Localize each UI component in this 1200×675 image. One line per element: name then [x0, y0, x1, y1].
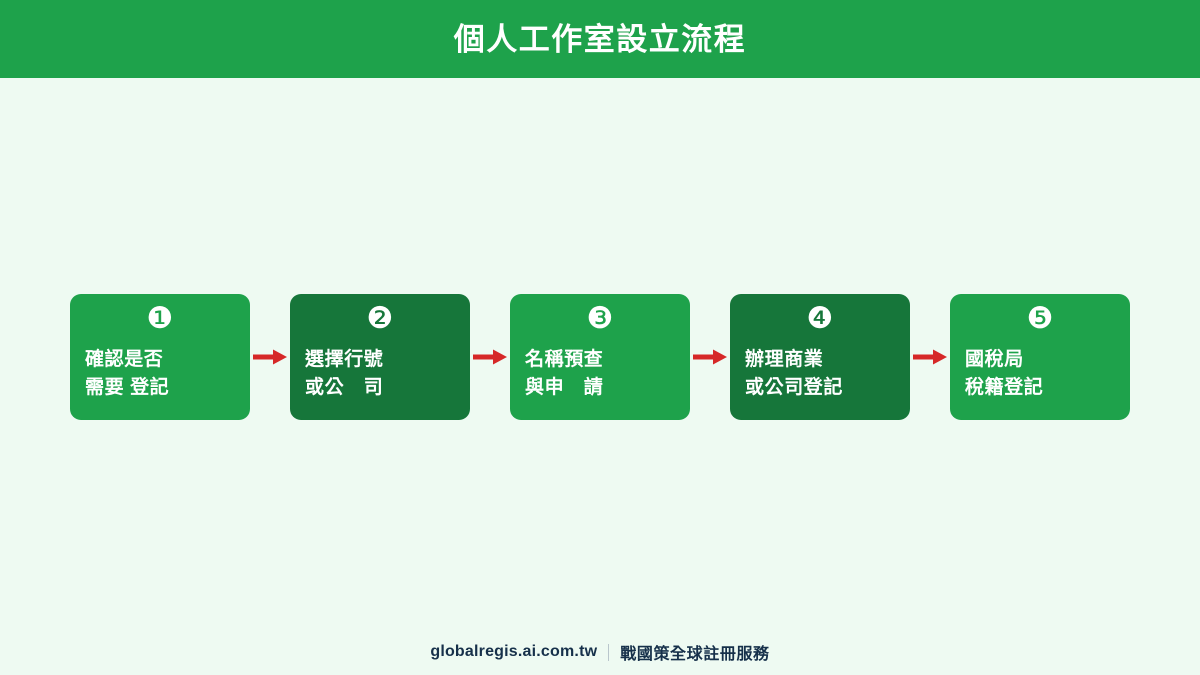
page-title: 個人工作室設立流程	[453, 21, 747, 57]
arrow-right-icon-2	[470, 346, 510, 368]
step-number-badge-1: ❶	[146, 301, 174, 336]
step-label-5: 國稅局 稅籍登記	[965, 349, 1044, 398]
step-box-2: ❷ 選擇行號 或公 司	[290, 294, 470, 420]
arrow-right-icon-3	[690, 346, 730, 368]
footer-domain: globalregis.ai.com.tw	[430, 643, 598, 660]
step-box-4: ❹ 辦理商業 或公司登記	[730, 294, 910, 420]
footer-brand: 戰國策全球註冊服務	[620, 646, 770, 663]
arrow-right-icon-1	[250, 346, 290, 368]
step-label-2: 選擇行號 或公 司	[305, 349, 384, 398]
step-box-5: ❺ 國稅局 稅籍登記	[950, 294, 1130, 420]
step-number-badge-4: ❹	[806, 301, 834, 336]
step-number-badge-3: ❸	[586, 301, 614, 336]
step-number-badge-5: ❺	[1026, 301, 1054, 336]
step-label-4: 辦理商業 或公司登記	[745, 349, 844, 398]
step-number-badge-2: ❷	[366, 301, 394, 336]
header-bar: 個人工作室設立流程	[0, 0, 1200, 78]
step-label-1: 確認是否 需要 登記	[85, 349, 170, 398]
step-label-3: 名稱預查 與申 請	[525, 349, 604, 398]
step-box-1: ❶ 確認是否 需要 登記	[70, 294, 250, 420]
footer-separator	[608, 643, 610, 661]
step-box-3: ❸ 名稱預查 與申 請	[510, 294, 690, 420]
process-flow: ❶ 確認是否 需要 登記 ❷ 選擇行號 或公 司 ❸ 名稱預查 與申 請	[70, 294, 1130, 420]
footer: globalregis.ai.com.tw 戰國策全球註冊服務	[0, 639, 1200, 665]
arrow-right-icon-4	[910, 346, 950, 368]
